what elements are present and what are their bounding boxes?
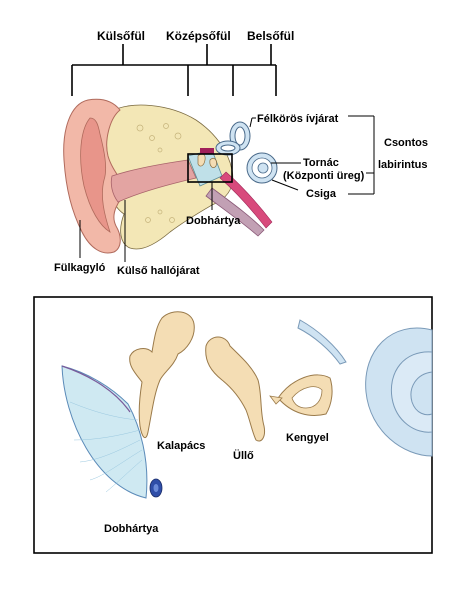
- label-incus: Üllő: [233, 449, 254, 462]
- cochlea-top: [246, 152, 278, 184]
- label-cochlea: Csiga: [306, 188, 337, 200]
- zoom-box: [187, 153, 233, 183]
- label-stapes: Kengyel: [286, 432, 329, 444]
- malleus-shape: [129, 311, 195, 439]
- ear-canal-shape: [110, 159, 197, 203]
- label-eardrum-bottom: Dobhártya: [104, 523, 159, 535]
- label-bony-labyrinth-2: labirintus: [378, 159, 428, 171]
- label-middle-ear: Középsőfül: [166, 29, 231, 43]
- ossicle-highlight: [200, 148, 214, 154]
- label-inner-ear: Belsőfül: [247, 29, 294, 43]
- leader-lines: [79, 115, 375, 262]
- label-vestibule: Tornác: [303, 157, 339, 169]
- label-vestibule-sub: (Központi üreg): [283, 170, 365, 182]
- label-bony-labyrinth-1: Csontos: [384, 137, 428, 149]
- label-semicircular-canal: Félkörös ívjárat: [257, 113, 339, 125]
- eustachian-tube: [205, 187, 265, 237]
- stapes-shape: [269, 374, 333, 416]
- top-ear-illustration: Külsőfül Középsőfül Belsőfül Félkörös ív…: [54, 29, 428, 277]
- bone-texture: [136, 123, 182, 223]
- nerve-bundle: [219, 171, 273, 229]
- cochlea-enlarged: [297, 319, 433, 457]
- semicircular-canals: [215, 121, 251, 156]
- label-ear-canal: Külső hallójárat: [117, 265, 200, 277]
- label-malleus: Kalapács: [157, 440, 205, 452]
- bottom-panel: Kalapács Üllő Kengyel Dobhártya: [33, 296, 433, 554]
- eardrum-enlarged: [61, 365, 163, 499]
- header-bracket: [71, 44, 277, 96]
- label-auricle: Fülkagyló: [54, 262, 106, 274]
- label-outer-ear: Külsőfül: [97, 29, 145, 43]
- incus-shape: [205, 336, 265, 442]
- label-eardrum-top: Dobhártya: [186, 215, 241, 227]
- ossicles-small: [197, 153, 217, 168]
- auricle-inner-fold: [80, 117, 111, 233]
